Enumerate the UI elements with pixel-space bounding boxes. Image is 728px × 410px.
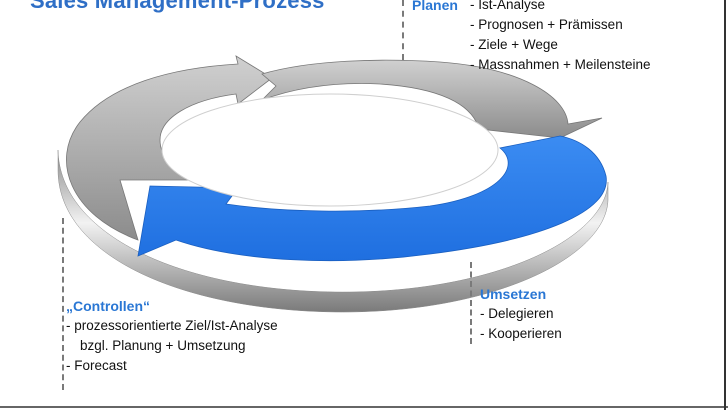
planen-title: Planen: [412, 0, 458, 13]
planen-item: - Prognosen + Prämissen: [470, 17, 623, 32]
controllen-title: „Controllen“: [66, 298, 150, 314]
planen-connector-line: [402, 0, 404, 60]
planen-item: - Ziele + Wege: [470, 37, 558, 52]
planen-list: - Ist-Analyse - Prognosen + Prämissen - …: [470, 0, 650, 75]
umsetzen-item: - Delegieren: [480, 306, 554, 321]
planen-item: - Massnahmen + Meilensteine: [470, 57, 651, 72]
right-border: [724, 0, 726, 410]
umsetzen-item: - Kooperieren: [480, 326, 562, 341]
ring-rim: [57, 149, 609, 313]
controllen-item: bzgl. Planung + Umsetzung: [80, 338, 246, 353]
controllen-item: - Forecast: [66, 358, 127, 373]
umsetzen-connector-line: [470, 262, 472, 344]
umsetzen-block: Umsetzen - Delegieren - Kooperieren: [480, 284, 562, 344]
controllen-block: „Controllen“ - prozessorientierte Ziel/I…: [66, 296, 278, 376]
bottom-border: [0, 406, 728, 408]
umsetzen-title: Umsetzen: [480, 286, 547, 302]
diagram-title: Sales Management-Prozess: [30, 0, 325, 13]
arrow-segment-umsetzen: [137, 135, 607, 262]
ring-center: [161, 93, 499, 207]
arrow-segment-planen: [261, 59, 603, 139]
planen-item: - Ist-Analyse: [470, 0, 546, 12]
controllen-item: - prozessorientierte Ziel/Ist-Analyse: [66, 318, 278, 333]
controllen-connector-line: [62, 218, 64, 390]
